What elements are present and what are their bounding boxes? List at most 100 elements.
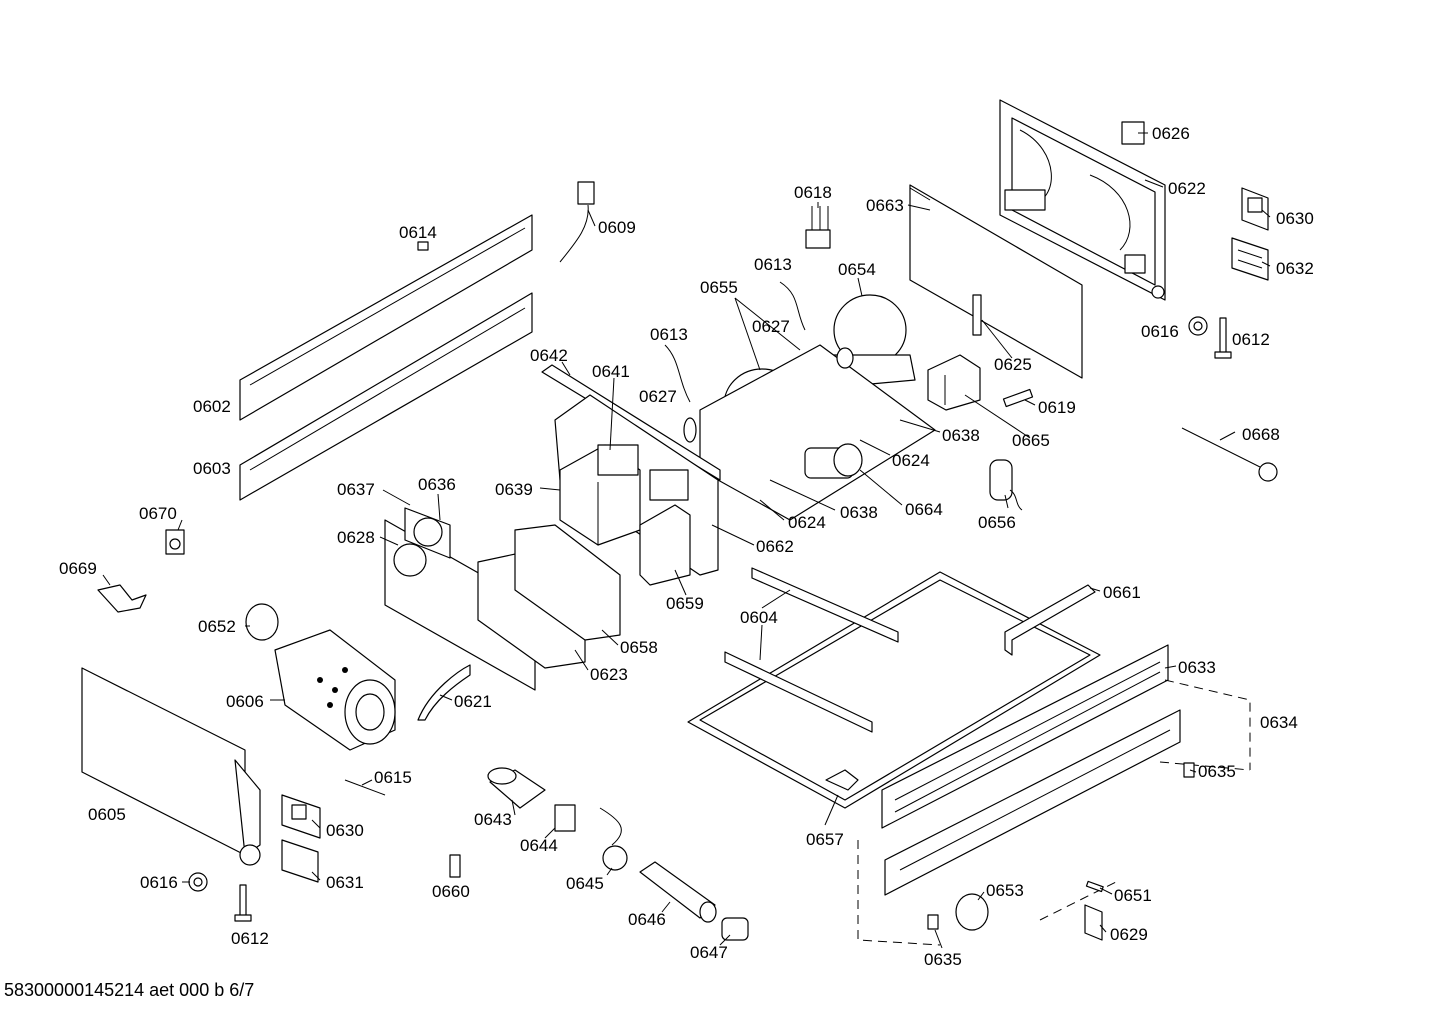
label-0613-left: 0613	[650, 325, 688, 344]
label-0621: 0621	[454, 692, 492, 711]
label-0604: 0604	[740, 608, 778, 627]
bar-0604-lower-drawing	[724, 651, 873, 733]
label-0664: 0664	[905, 500, 943, 519]
label-0612-lower: 0612	[231, 929, 269, 948]
label-0627-right: 0627	[752, 317, 790, 336]
relay-0665-drawing	[927, 354, 981, 411]
label-0647: 0647	[690, 943, 728, 962]
leader-lines	[102, 132, 1271, 949]
part-0645-drawing	[599, 807, 628, 871]
label-0652: 0652	[198, 617, 236, 636]
part-0632-drawing	[1231, 237, 1269, 281]
wire-0615-drawing	[344, 779, 386, 796]
bracket-0669-drawing	[97, 584, 147, 613]
label-0631: 0631	[326, 873, 364, 892]
label-0639: 0639	[495, 480, 533, 499]
part-0612-lower-drawing	[234, 884, 252, 922]
capacitor-0656-drawing	[989, 459, 1023, 511]
tile-0635-left-drawing	[927, 914, 939, 930]
label-0616-lower: 0616	[140, 873, 178, 892]
box-0659-drawing	[639, 469, 691, 586]
label-0609: 0609	[598, 218, 636, 237]
label-0663: 0663	[866, 196, 904, 215]
part-0614-drawing	[417, 241, 429, 251]
box-0641-drawing	[597, 444, 639, 476]
part-0651-drawing	[1085, 880, 1104, 893]
label-0628: 0628	[337, 528, 375, 547]
label-0603: 0603	[193, 459, 231, 478]
label-0630-lower: 0630	[326, 821, 364, 840]
label-0643: 0643	[474, 810, 512, 829]
callout-labels: 0626 0622 0630 0632 0618 0663 0609 0614 …	[59, 124, 1314, 969]
frame-0658-drawing	[514, 524, 621, 641]
label-0656: 0656	[978, 513, 1016, 532]
label-0633: 0633	[1178, 658, 1216, 677]
label-0670: 0670	[139, 504, 177, 523]
part-0631-drawing	[281, 839, 319, 883]
tube-0646-drawing	[639, 861, 717, 923]
part-0629-drawing	[1084, 904, 1103, 941]
label-0657: 0657	[806, 830, 844, 849]
part-0652-drawing	[245, 603, 279, 641]
part-0647-drawing	[721, 917, 749, 941]
label-0616-top: 0616	[1141, 322, 1179, 341]
spring-0660-drawing	[449, 854, 461, 878]
label-0606: 0606	[226, 692, 264, 711]
label-0622: 0622	[1168, 179, 1206, 198]
bracket-0661-drawing	[1004, 584, 1096, 656]
strip-0619-drawing	[1002, 388, 1034, 408]
panel-0603-drawing	[239, 292, 533, 501]
label-0605: 0605	[88, 805, 126, 824]
label-0638-bottom: 0638	[840, 503, 878, 522]
drawing-reference-footer: 58300000145214 aet 000 b 6/7	[4, 980, 255, 1000]
label-0642: 0642	[530, 346, 568, 365]
label-0655: 0655	[700, 278, 738, 297]
label-0646: 0646	[628, 910, 666, 929]
label-0626: 0626	[1152, 124, 1190, 143]
label-0627-left: 0627	[639, 387, 677, 406]
tray-0657-drawing	[687, 571, 1101, 809]
label-0662: 0662	[756, 537, 794, 556]
label-0641: 0641	[592, 362, 630, 381]
label-0636: 0636	[418, 475, 456, 494]
label-0634: 0634	[1260, 713, 1298, 732]
label-0624-top: 0624	[892, 451, 930, 470]
motor-0664-drawing	[804, 443, 863, 479]
housing-0605-drawing	[81, 667, 261, 866]
label-0625: 0625	[994, 355, 1032, 374]
valve-0670-drawing	[165, 529, 185, 555]
label-0629: 0629	[1110, 925, 1148, 944]
part-0616-lower-drawing	[188, 872, 208, 892]
label-0635-right: 0635	[1198, 762, 1236, 781]
valve-0644-drawing	[554, 804, 576, 832]
part-0616-top-drawing	[1188, 316, 1208, 336]
label-0645: 0645	[566, 874, 604, 893]
tube-0613-right-drawing	[779, 281, 806, 331]
label-0659: 0659	[666, 594, 704, 613]
label-0602: 0602	[193, 397, 231, 416]
label-0658: 0658	[620, 638, 658, 657]
bracket-0621-drawing	[417, 664, 471, 721]
label-0644: 0644	[520, 836, 558, 855]
plug-0609-drawing	[559, 181, 595, 263]
label-0630-top: 0630	[1276, 209, 1314, 228]
label-0669: 0669	[59, 559, 97, 578]
grille-0633-drawing	[881, 644, 1169, 829]
part-0653-drawing	[955, 893, 989, 931]
label-0635-left: 0635	[924, 950, 962, 969]
label-0613-right: 0613	[754, 255, 792, 274]
label-0638-top: 0638	[942, 426, 980, 445]
label-0615: 0615	[374, 768, 412, 787]
drier-0625-drawing	[972, 294, 982, 336]
label-0668: 0668	[1242, 425, 1280, 444]
label-0637: 0637	[337, 480, 375, 499]
label-0661: 0661	[1103, 583, 1141, 602]
fan-housing-0606-drawing	[274, 629, 396, 751]
part-0630-lower-drawing	[281, 794, 321, 839]
part-0618-drawing	[805, 206, 831, 249]
cylinder-0643-drawing	[487, 767, 546, 809]
label-0651: 0651	[1114, 886, 1152, 905]
label-0619: 0619	[1038, 398, 1076, 417]
part-0630-top-drawing	[1241, 187, 1269, 231]
